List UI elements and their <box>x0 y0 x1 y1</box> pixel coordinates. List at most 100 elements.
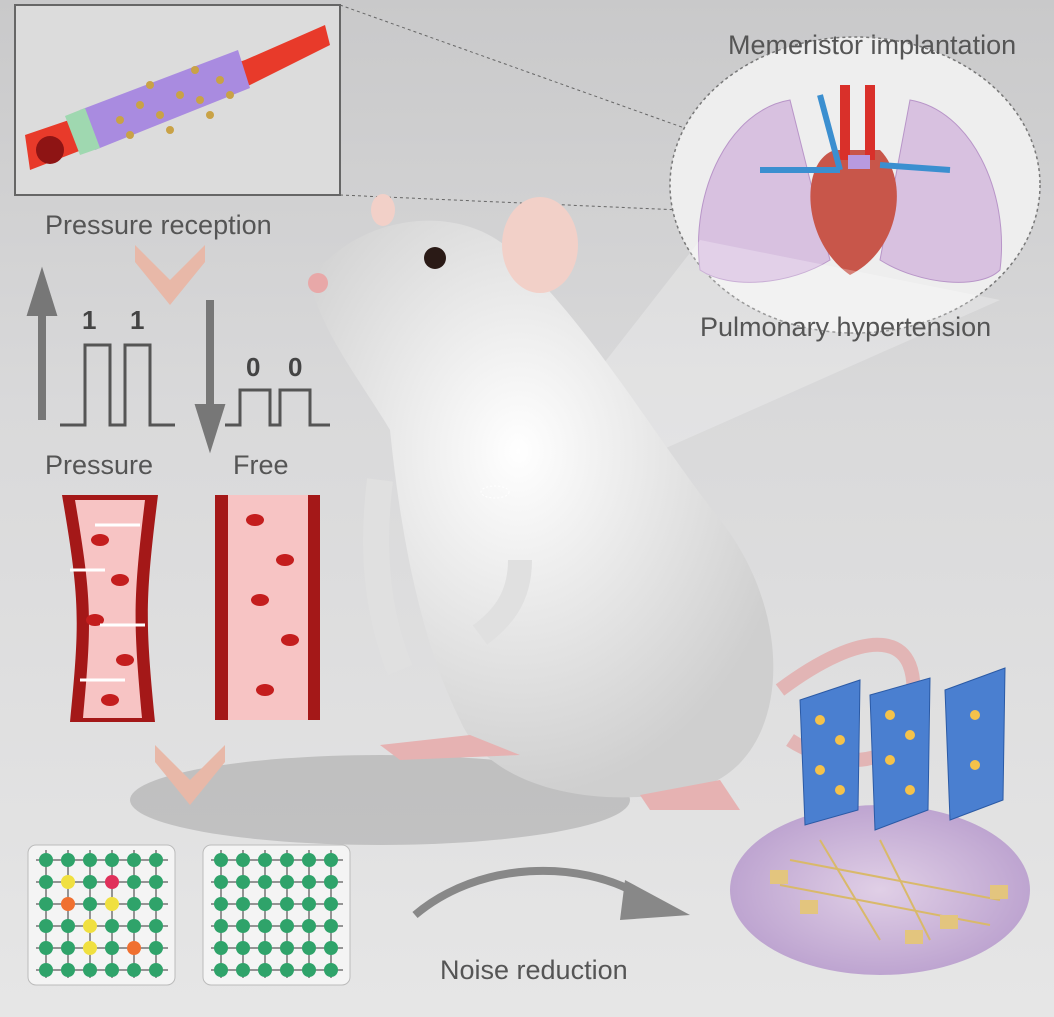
array-node <box>324 941 338 955</box>
memristor-implantation-label: Memeristor implantation <box>728 30 1017 60</box>
array-node <box>214 919 228 933</box>
array-node <box>258 853 272 867</box>
array-node <box>127 875 141 889</box>
array-node <box>302 963 316 977</box>
array-node <box>61 919 75 933</box>
down-chevron-icon <box>155 745 225 805</box>
free-bit: 0 <box>288 352 303 382</box>
neural-panels <box>799 667 1006 831</box>
array-node <box>83 853 97 867</box>
array-node <box>39 941 53 955</box>
array-node <box>258 941 272 955</box>
pulmonary-hypertension-label: Pulmonary hypertension <box>700 312 992 342</box>
array-node <box>280 963 294 977</box>
array-node <box>83 963 97 977</box>
array-node <box>214 897 228 911</box>
array-node <box>214 963 228 977</box>
array-node <box>302 897 316 911</box>
array-node <box>302 941 316 955</box>
array-node <box>149 897 163 911</box>
array-node <box>61 963 75 977</box>
array-node <box>280 941 294 955</box>
array-node <box>236 941 250 955</box>
array-node <box>149 853 163 867</box>
pressure-bit: 1 <box>130 305 145 335</box>
array-node <box>83 941 97 955</box>
array-node <box>149 963 163 977</box>
pressure-label: Pressure <box>45 450 154 480</box>
array-node <box>236 919 250 933</box>
array-node <box>324 875 338 889</box>
array-node <box>214 853 228 867</box>
zoom-line <box>339 4 691 131</box>
pressure-reception-label: Pressure reception <box>45 210 272 240</box>
array-node <box>39 919 53 933</box>
array-node <box>105 919 119 933</box>
array-node <box>214 941 228 955</box>
down-arrow-icon <box>194 300 226 454</box>
array-node <box>258 875 272 889</box>
array-node <box>324 919 338 933</box>
array-node <box>61 941 75 955</box>
array-node <box>324 897 338 911</box>
stent-inset <box>14 4 341 196</box>
array-node <box>324 853 338 867</box>
noise-reduction-label: Noise reduction <box>440 955 628 985</box>
pressure-signal <box>60 343 175 427</box>
free-signal <box>225 388 330 427</box>
pressure-bit: 1 <box>82 305 97 335</box>
array-node <box>105 897 119 911</box>
array-node <box>302 875 316 889</box>
noise-reduction-arrow-icon <box>412 866 643 919</box>
array-node <box>39 853 53 867</box>
array-node <box>280 875 294 889</box>
down-chevron-icon <box>135 245 205 305</box>
free-label: Free <box>233 450 289 480</box>
rat <box>130 194 921 845</box>
array-node <box>302 919 316 933</box>
array-node <box>324 963 338 977</box>
array-node <box>105 941 119 955</box>
array-node <box>61 897 75 911</box>
array-node <box>258 963 272 977</box>
array-node <box>258 919 272 933</box>
array-node <box>236 875 250 889</box>
array-node <box>83 875 97 889</box>
array-node <box>105 853 119 867</box>
zoom-line <box>339 194 681 211</box>
array-node <box>280 897 294 911</box>
array-node <box>280 919 294 933</box>
array-node <box>39 875 53 889</box>
array-node <box>149 941 163 955</box>
array-node <box>61 853 75 867</box>
lung-heart-inset <box>669 36 1041 334</box>
array-node <box>149 875 163 889</box>
array-node <box>127 963 141 977</box>
array-node <box>127 897 141 911</box>
array-node <box>236 853 250 867</box>
array-node <box>61 875 75 889</box>
array-node <box>105 963 119 977</box>
array-node <box>83 897 97 911</box>
clean-array <box>202 844 351 986</box>
array-node <box>127 919 141 933</box>
array-node <box>280 853 294 867</box>
implant-marker <box>848 155 870 169</box>
memristor-chip <box>730 805 1030 975</box>
array-node <box>105 875 119 889</box>
array-node <box>214 875 228 889</box>
pressure-vessel <box>62 495 158 722</box>
array-node <box>302 853 316 867</box>
array-node <box>236 963 250 977</box>
array-node <box>39 963 53 977</box>
free-vessel <box>215 495 320 720</box>
array-node <box>127 941 141 955</box>
free-bit: 0 <box>246 352 261 382</box>
array-node <box>236 897 250 911</box>
noisy-array <box>27 844 176 986</box>
array-node <box>149 919 163 933</box>
array-node <box>83 919 97 933</box>
array-node <box>39 897 53 911</box>
array-node <box>258 897 272 911</box>
